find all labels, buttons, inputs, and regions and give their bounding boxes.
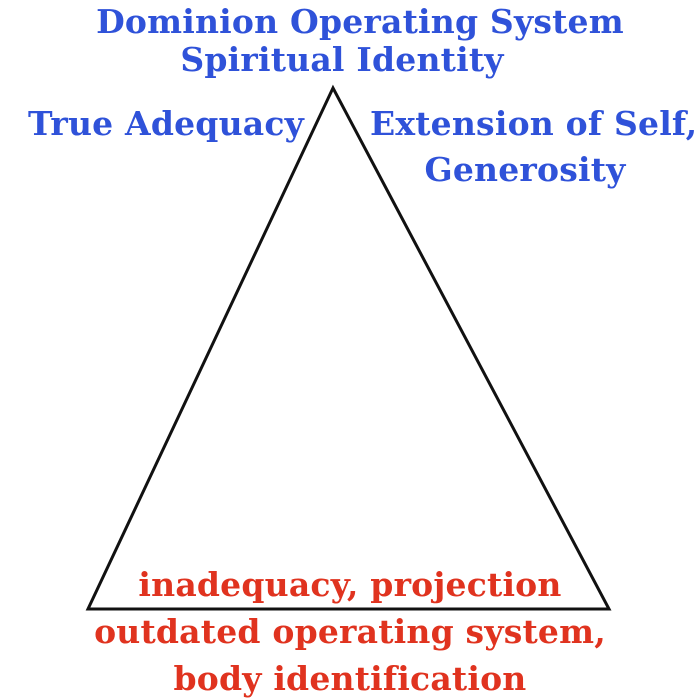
bottom-label-line3: body identification: [173, 659, 527, 698]
right-side-label-line2: Generosity: [424, 150, 626, 189]
bottom-label-line1: inadequacy, projection: [138, 565, 562, 604]
right-side-label-line1: Extension of Self,: [370, 104, 698, 143]
triangle-outline: [85, 84, 612, 611]
bottom-label-line2: outdated operating system,: [94, 612, 606, 651]
top-subtitle: Spiritual Identity: [180, 40, 504, 79]
top-title: Dominion Operating System: [96, 2, 624, 41]
left-side-label: True Adequacy: [28, 104, 305, 143]
